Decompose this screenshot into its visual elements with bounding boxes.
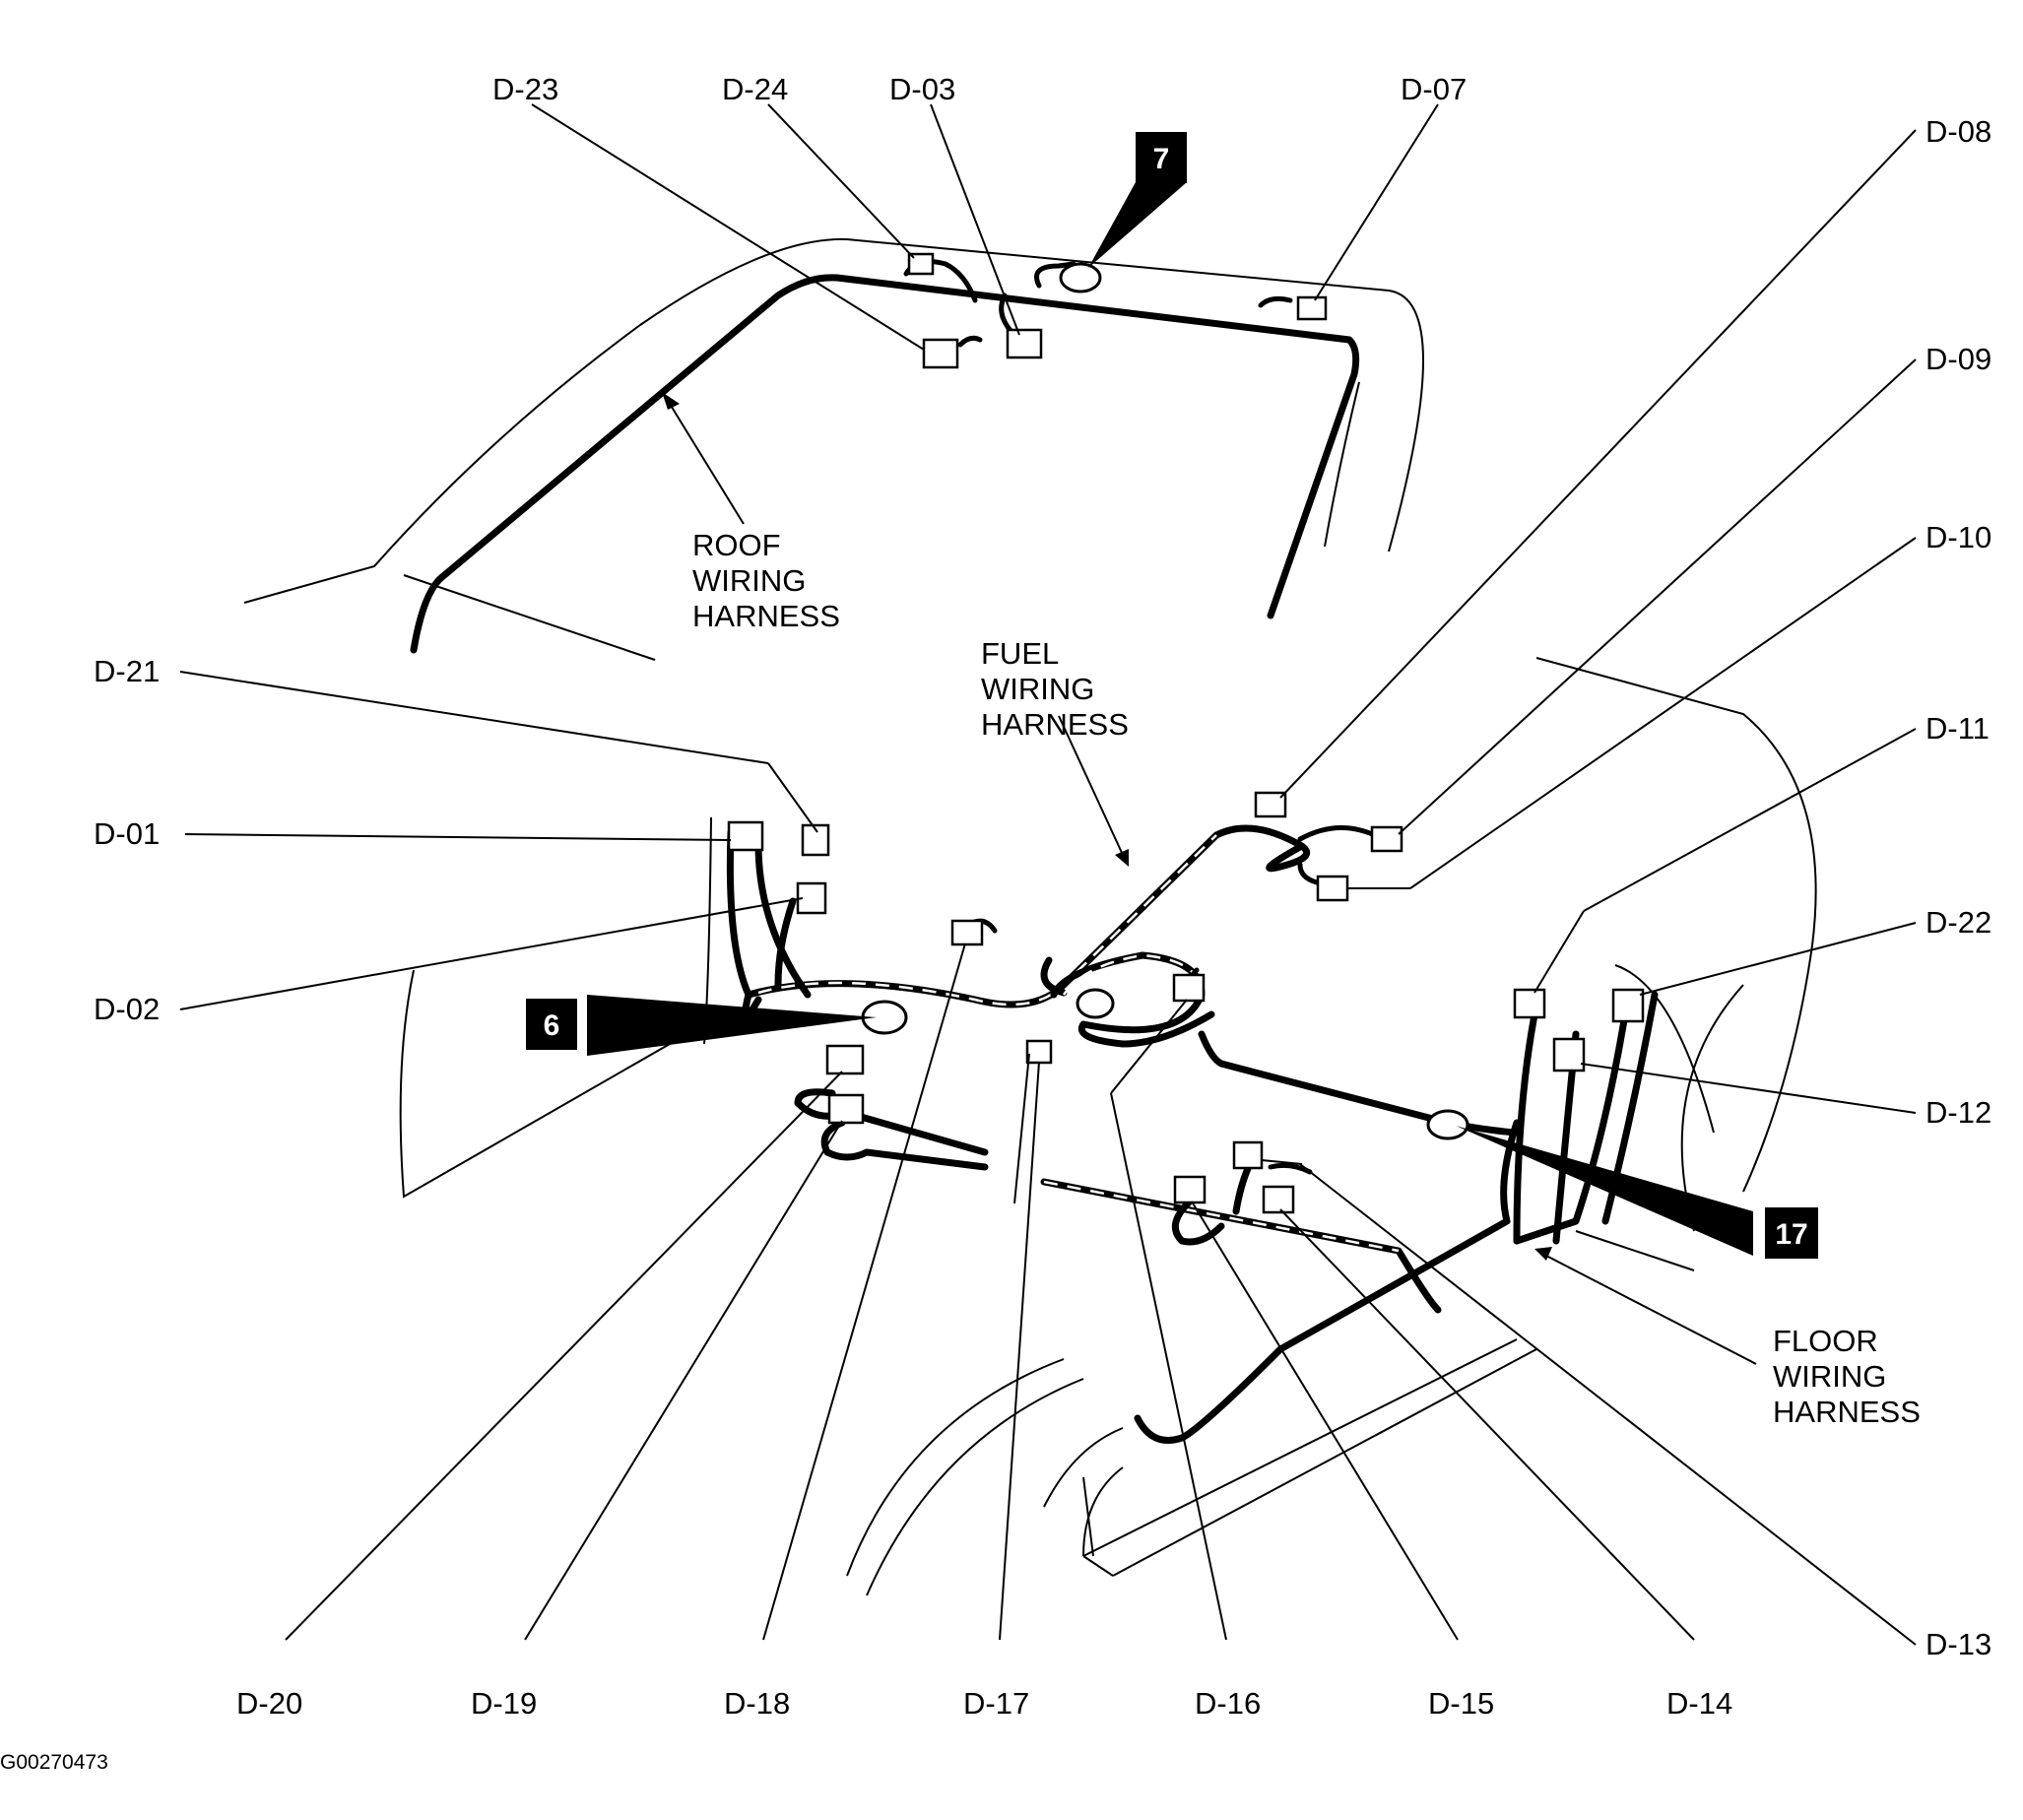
connector-d23-roof <box>922 338 959 369</box>
connector-d19-floor <box>827 1093 865 1125</box>
label-d10: D-10 <box>1925 520 1991 554</box>
label-d14: D-14 <box>1666 1686 1732 1721</box>
roof-wiring-harness <box>410 252 1360 654</box>
label-d21: D-21 <box>94 654 160 688</box>
callout-17: 17 <box>1456 1126 1818 1259</box>
label-d23: D-23 <box>492 72 558 106</box>
label-d17: D-17 <box>963 1686 1029 1721</box>
connector-d20-floor <box>825 1044 865 1075</box>
roof-harness-label-line-2: WIRING <box>692 563 806 598</box>
callout-17-label: 17 <box>1775 1218 1807 1251</box>
connector-d07-roof <box>1296 295 1328 321</box>
connector-d10-fuel <box>1316 875 1349 902</box>
connector-d09-fuel <box>1370 825 1403 853</box>
fuel-harness-label-line-1: FUEL <box>981 636 1059 671</box>
label-d18: D-18 <box>724 1686 790 1721</box>
connector-d14-floor <box>1262 1185 1295 1214</box>
label-d09: D-09 <box>1925 342 1991 376</box>
grommet-7 <box>1059 262 1102 293</box>
connector-d16-fuel <box>1172 973 1206 1003</box>
fuel-harness-label: FUEL WIRING HARNESS <box>981 636 1129 742</box>
label-d02: D-02 <box>94 992 160 1026</box>
floor-wiring-harness <box>726 820 1659 1444</box>
floor-harness-label-line-3: HARNESS <box>1773 1395 1921 1429</box>
grommet-fuel <box>1076 988 1115 1019</box>
grommet-17 <box>1426 1109 1469 1140</box>
label-d15: D-15 <box>1428 1686 1494 1721</box>
label-d16: D-16 <box>1195 1686 1261 1721</box>
label-d22: D-22 <box>1925 905 1991 940</box>
connector-d24-roof <box>907 252 935 276</box>
label-d13: D-13 <box>1925 1627 1991 1661</box>
callout-6: 6 <box>526 995 877 1056</box>
connector-d13-floor <box>1232 1140 1264 1170</box>
floor-harness-label-line-1: FLOOR <box>1773 1324 1878 1358</box>
label-d08: D-08 <box>1925 114 1991 149</box>
label-d03: D-03 <box>889 72 955 106</box>
connector-d02-floor <box>796 881 827 915</box>
label-d19: D-19 <box>471 1686 537 1721</box>
connector-d17-fuel <box>1025 1039 1053 1065</box>
connector-labels: D-23 D-24 D-03 D-07 D-08 D-09 D-10 D-11 … <box>94 72 1991 1721</box>
connector-d15-floor <box>1173 1175 1207 1204</box>
callout-7-label: 7 <box>1153 143 1170 175</box>
callout-6-label: 6 <box>544 1009 560 1042</box>
roof-harness-label: ROOF WIRING HARNESS <box>692 528 840 633</box>
label-d01: D-01 <box>94 816 160 851</box>
roof-harness-label-line-3: HARNESS <box>692 599 840 633</box>
label-d24: D-24 <box>722 72 788 106</box>
label-d11: D-11 <box>1925 711 1990 746</box>
floor-harness-label-line-2: WIRING <box>1773 1359 1886 1394</box>
leader-lines <box>179 103 1917 1646</box>
floor-harness-label: FLOOR WIRING HARNESS <box>1773 1324 1921 1429</box>
figure-id: G00270473 <box>0 1751 108 1774</box>
connector-d22-floor <box>1611 988 1645 1023</box>
roof-harness-label-line-1: ROOF <box>692 528 781 562</box>
label-d07: D-07 <box>1401 72 1467 106</box>
connector-d08-fuel <box>1254 791 1287 818</box>
connector-d18-fuel <box>950 919 984 946</box>
connector-d03-roof <box>1006 328 1043 359</box>
fuel-wiring-harness <box>745 791 1403 1065</box>
fuel-harness-label-line-2: WIRING <box>981 672 1094 706</box>
fuel-harness-label-line-3: HARNESS <box>981 707 1129 742</box>
connector-d11-floor <box>1513 988 1546 1019</box>
callout-7: 7 <box>1088 132 1187 268</box>
vehicle-body-outline <box>243 237 1817 1596</box>
connector-d12-floor <box>1552 1037 1586 1072</box>
connector-d01-floor <box>727 820 764 852</box>
label-d20: D-20 <box>236 1686 302 1721</box>
label-d12: D-12 <box>1925 1095 1991 1130</box>
